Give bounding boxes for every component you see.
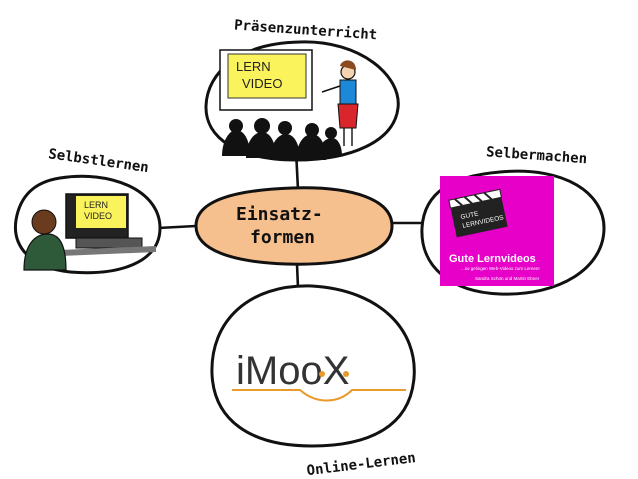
connector-left	[156, 224, 198, 230]
monitor-note	[76, 196, 126, 228]
learner-figure	[23, 209, 67, 271]
book-subtitle: ...so gelingen Web-Videos zum Lernen!	[461, 266, 540, 271]
monitor-text-line1: LERN	[84, 200, 108, 210]
center-title-line2: formen	[250, 227, 315, 248]
book-title: Gute Lernvideos	[449, 253, 536, 265]
monitor-text-line2: VIDEO	[84, 211, 112, 221]
center-node: Einsatz- formen	[194, 186, 394, 266]
center-title-line1: Einsatz-	[236, 204, 323, 225]
clapperboard-icon: GUTE LERNVIDEOS	[448, 188, 508, 238]
logo-imoox: iMooX	[236, 349, 349, 393]
desk	[60, 246, 156, 256]
node-online-lernen: iMooX Online-Lernen	[210, 284, 417, 479]
logo-eye-left	[319, 371, 325, 377]
logo-eye-right	[343, 371, 349, 377]
node-praesenzunterricht: Präsenzunterricht LERN VIDEO	[204, 17, 400, 162]
book-authors: Sandra Schön und Martin Ebner	[475, 276, 540, 281]
connector-bottom	[295, 262, 300, 290]
audience-silhouettes	[222, 118, 342, 160]
node-selbermachen: Selbermachen GUTE LERNVIDEOS Gute Lernvi…	[420, 144, 606, 296]
yellow-note	[227, 53, 307, 99]
logo-swoosh	[232, 389, 406, 402]
node-bubble-bottom	[210, 284, 416, 448]
teacher-figure	[321, 60, 359, 146]
svg-text:GUTE: GUTE	[460, 210, 480, 221]
node-label-bottom: Online-Lernen	[306, 450, 417, 479]
center-ellipse	[194, 186, 394, 266]
node-label-right: Selbermachen	[486, 144, 588, 167]
keyboard	[75, 237, 143, 249]
note-text-line1: LERN	[236, 59, 271, 74]
note-text-line2: VIDEO	[242, 76, 282, 91]
node-label-left: Selbstlernen	[47, 146, 149, 176]
node-label-top: Präsenzunterricht	[234, 17, 378, 43]
node-selbstlernen: Selbstlernen LERN VIDEO	[13, 146, 162, 275]
